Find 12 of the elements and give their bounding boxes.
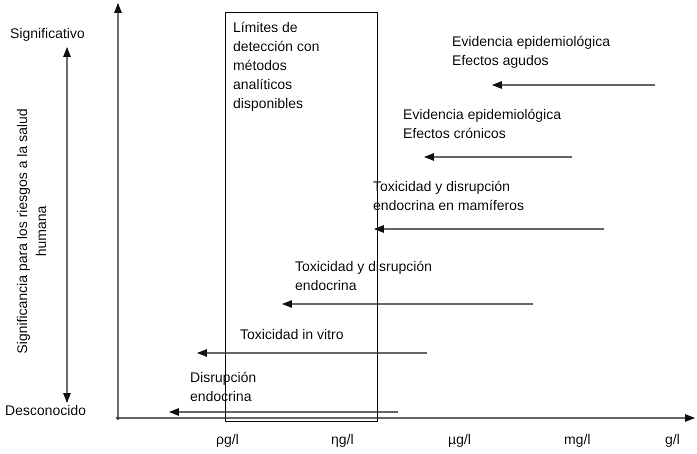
tick-label: µg/l	[448, 430, 472, 449]
effect-label: Toxicidad in vitro	[240, 325, 344, 344]
scale-bottom-label: Desconocido	[5, 401, 87, 420]
tick-label: g/l	[665, 430, 681, 449]
tick-label: mg/l	[564, 430, 592, 449]
box-text: Límites de detección con métodos analíticos disponibles	[233, 18, 320, 113]
tick-label: ρg/l	[216, 430, 240, 449]
effect-label: Evidencia epidemiológica Efectos agudos	[452, 32, 611, 70]
axis-title: Significancia para los riesgos a la salud humana	[13, 107, 50, 356]
tick-label: ηg/l	[331, 430, 355, 449]
effect-label: Evidencia epidemiológica Efectos crónicos	[403, 105, 562, 143]
scale-top-label: Significativo	[10, 24, 86, 43]
